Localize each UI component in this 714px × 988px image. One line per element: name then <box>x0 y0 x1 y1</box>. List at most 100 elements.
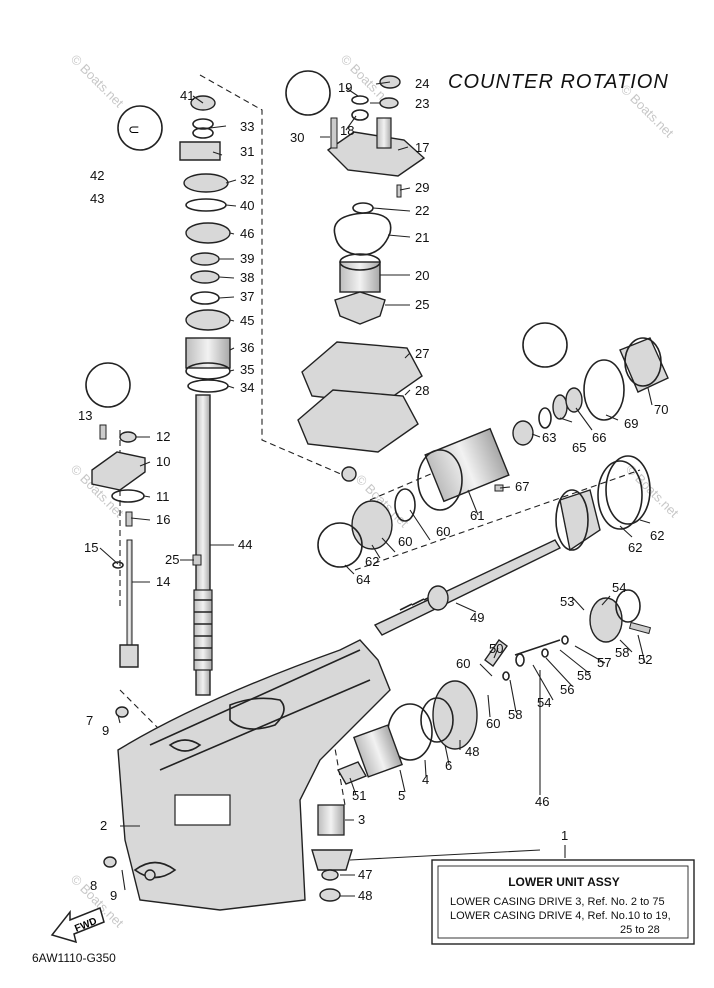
callout-label: 39 <box>240 251 254 266</box>
callout-label: 56 <box>560 682 574 697</box>
callout-label: 54 <box>537 695 551 710</box>
callout-labels: 41 33 31 32 40 46 39 38 37 45 36 35 34 4… <box>78 76 668 903</box>
callout-label: 17 <box>415 140 429 155</box>
callout-label: 19 <box>338 80 352 95</box>
callout-label: 21 <box>415 230 429 245</box>
callout-label: 4 <box>422 772 429 787</box>
callout-label: 2 <box>100 818 107 833</box>
svg-text:⊂: ⊂ <box>128 121 140 137</box>
callout-label: 18 <box>340 123 354 138</box>
callout-label: 37 <box>240 289 254 304</box>
callout-label: 58 <box>615 645 629 660</box>
callout-label: 28 <box>415 383 429 398</box>
callout-label: 30 <box>290 130 304 145</box>
callout-label: 40 <box>240 198 254 213</box>
callout-label: 29 <box>415 180 429 195</box>
callout-label: 38 <box>240 270 254 285</box>
callout-label: 67 <box>515 479 529 494</box>
propeller-shaft-group <box>317 337 669 636</box>
callout-label: 60 <box>486 716 500 731</box>
callout-label: 24 <box>415 76 429 91</box>
callout-label: 41 <box>180 88 194 103</box>
diagram-title: COUNTER ROTATION <box>448 71 669 93</box>
assembly-title: LOWER UNIT ASSY <box>508 875 620 889</box>
callout-label: 62 <box>628 540 642 555</box>
assembly-box: 1 LOWER UNIT ASSY LOWER CASING DRIVE 3, … <box>431 828 695 945</box>
callout-label: 70 <box>654 402 668 417</box>
diagram-code: 6AW1110-G350 <box>32 951 116 965</box>
callout-label: 9 <box>102 723 109 738</box>
callout-label: 52 <box>638 652 652 667</box>
callout-label: 6 <box>445 758 452 773</box>
assembly-number: 1 <box>561 828 568 843</box>
callout-label: 55 <box>577 668 591 683</box>
callout-label: 22 <box>415 203 429 218</box>
callout-label: 54 <box>612 580 626 595</box>
callout-label: 65 <box>572 440 586 455</box>
callout-label: 45 <box>240 313 254 328</box>
callout-label: 31 <box>240 144 254 159</box>
callout-label: 11 <box>156 489 170 504</box>
shaft-stack <box>179 95 231 393</box>
callout-label: 62 <box>365 554 379 569</box>
fwd-arrow: FWD <box>50 906 105 944</box>
callout-label: 61 <box>470 508 484 523</box>
callout-label: 35 <box>240 362 254 377</box>
shift-assembly <box>91 424 202 668</box>
callout-label: 36 <box>240 340 254 355</box>
callout-label: 64 <box>356 572 370 587</box>
lower-casing <box>117 639 391 911</box>
leader-lines <box>99 81 653 897</box>
callout-label: 15 <box>84 540 98 555</box>
callout-label: 9 <box>110 888 117 903</box>
callout-label: 16 <box>156 512 170 527</box>
callout-label: 57 <box>597 655 611 670</box>
callout-label: 25 <box>165 552 179 567</box>
callout-label: 8 <box>90 878 97 893</box>
watermark: © Boats.net <box>68 52 127 111</box>
callout-label: 48 <box>358 888 372 903</box>
callout-label: 53 <box>560 594 574 609</box>
assembly-line: 25 to 28 <box>620 924 660 936</box>
callout-label: 13 <box>78 408 92 423</box>
callout-label: 49 <box>470 610 484 625</box>
callout-label: 7 <box>86 713 93 728</box>
callout-label: 60 <box>436 524 450 539</box>
callout-label: 10 <box>156 454 170 469</box>
callout-label: 50 <box>489 641 503 656</box>
callout-label: 12 <box>156 429 170 444</box>
callout-label: 60 <box>456 656 470 671</box>
clip-insets: ⊂ <box>85 70 568 408</box>
callout-label: 69 <box>624 416 638 431</box>
callout-label: 46 <box>535 794 549 809</box>
callout-label: 60 <box>398 534 412 549</box>
callout-label: 33 <box>240 119 254 134</box>
callout-label: 48 <box>465 744 479 759</box>
callout-label: 3 <box>358 812 365 827</box>
callout-label: 5 <box>398 788 405 803</box>
water-pump-stack <box>297 75 426 482</box>
forward-gear-group <box>103 589 652 902</box>
assembly-line: LOWER CASING DRIVE 3, Ref. No. 2 to 75 <box>450 896 665 908</box>
callout-label: 27 <box>415 346 429 361</box>
callout-label: 62 <box>650 528 664 543</box>
callout-label: 46 <box>240 226 254 241</box>
callout-label: 43 <box>90 191 104 206</box>
watermark: © Boats.net <box>623 462 682 521</box>
callout-label: 25 <box>415 297 429 312</box>
callout-label: 51 <box>352 788 366 803</box>
callout-label: 32 <box>240 172 254 187</box>
callout-label: 34 <box>240 380 254 395</box>
callout-label: 14 <box>156 574 170 589</box>
assembly-line: LOWER CASING DRIVE 4, Ref. No.10 to 19, <box>450 910 671 922</box>
drive-shaft <box>193 394 213 696</box>
callout-label: 23 <box>415 96 429 111</box>
callout-label: 63 <box>542 430 556 445</box>
callout-label: 58 <box>508 707 522 722</box>
callout-label: 66 <box>592 430 606 445</box>
callout-label: 47 <box>358 867 372 882</box>
callout-label: 44 <box>238 537 252 552</box>
callout-label: 42 <box>90 168 104 183</box>
callout-label: 20 <box>415 268 429 283</box>
